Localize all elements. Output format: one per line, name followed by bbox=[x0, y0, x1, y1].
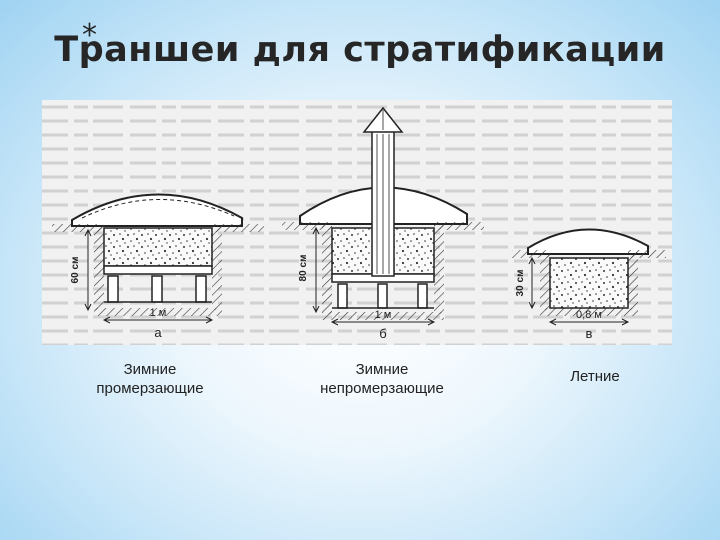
trench-a-width-label: 1 м bbox=[150, 307, 167, 319]
slide-title: Траншеи для стратификации bbox=[54, 30, 666, 70]
trench-c-mound bbox=[527, 228, 649, 255]
trench-c: 30 см 0,8 м в bbox=[512, 228, 666, 341]
title-bullet: * bbox=[82, 18, 97, 53]
trench-a-seed-mix bbox=[103, 227, 213, 267]
caption-b-line-2: непромерзающие bbox=[320, 380, 444, 397]
trench-c-letter: в bbox=[586, 326, 593, 341]
trench-a: 60 см 1 м а bbox=[52, 193, 264, 340]
trench-a-mound bbox=[71, 193, 243, 227]
trench-b-width-label: 1 м bbox=[375, 309, 392, 321]
trench-a-letter: а bbox=[154, 325, 162, 340]
caption-a-line-2: промерзающие bbox=[96, 380, 204, 397]
trench-c-seed-mix bbox=[549, 257, 629, 309]
trench-diagram-svg: 60 см 1 м а bbox=[42, 100, 672, 345]
trench-c-depth-label: 30 см bbox=[515, 270, 526, 297]
caption-b-line-1: Зимние bbox=[355, 361, 409, 378]
caption-a-line-1: Зимние bbox=[123, 361, 177, 378]
caption-winter-nonfreezing: Зимние непромерзающие bbox=[292, 360, 472, 398]
trench-a-depth-label: 60 см bbox=[70, 257, 81, 284]
caption-c-line-1: Летние bbox=[570, 368, 620, 385]
caption-summer: Летние bbox=[540, 367, 650, 386]
trench-b-letter: б bbox=[379, 326, 386, 341]
trench-b: 80 см 1 м б bbox=[282, 106, 484, 341]
trench-diagram: 60 см 1 м а bbox=[42, 100, 672, 345]
caption-winter-freezing: Зимние промерзающие bbox=[70, 360, 230, 398]
trench-c-width-label: 0,8 м bbox=[576, 309, 602, 321]
trench-b-depth-label: 80 см bbox=[298, 255, 309, 282]
